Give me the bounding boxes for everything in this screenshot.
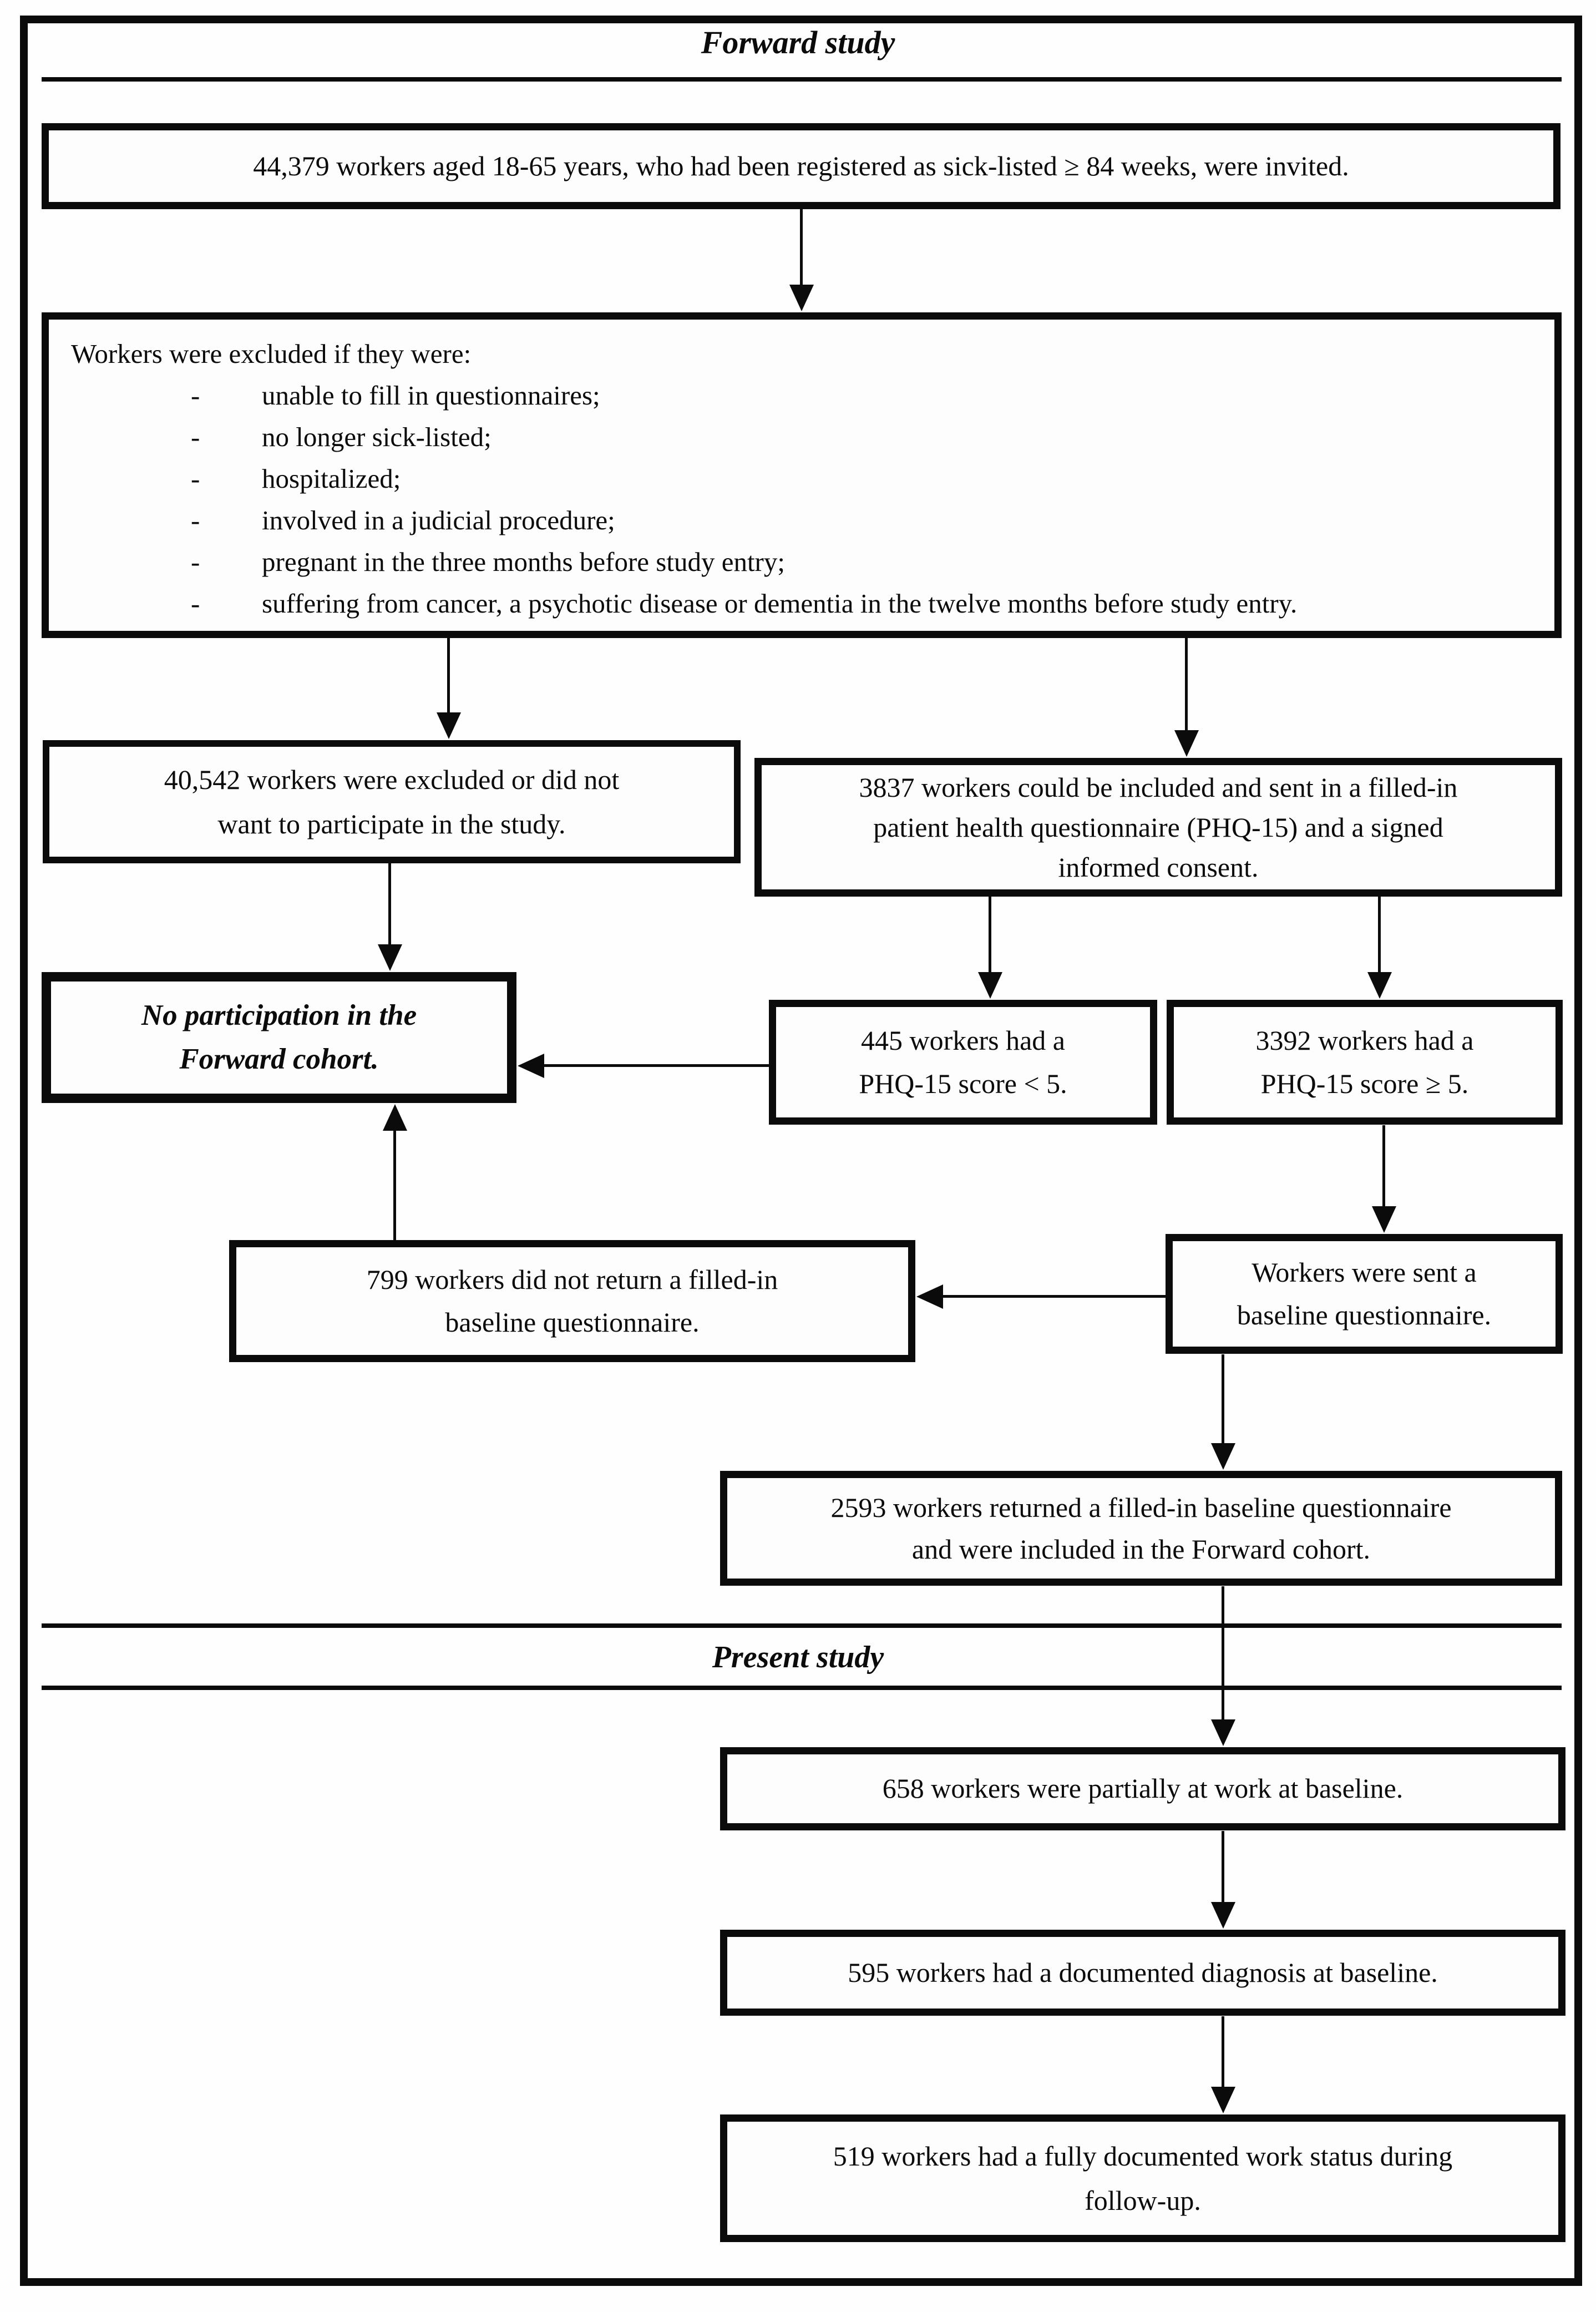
present-study-divider-bottom (42, 1686, 1562, 1690)
arrow-returned-to-partially-at-work (1222, 1586, 1224, 1721)
present-study-section-title: Present study (712, 1640, 884, 1674)
arrow-included-to-phq-below (989, 894, 991, 973)
box-phq-score-below-5-text: 445 workers had a PHQ-15 score < 5. (859, 1025, 1067, 1099)
box-sent-baseline-questionnaire-text: Workers were sent a baseline questionnai… (1237, 1256, 1492, 1331)
exclusion-item: - unable to fill in questionnaires; (71, 375, 1538, 416)
exclusion-item-dash: - (191, 380, 200, 411)
exclusion-item-dash: - (191, 547, 200, 577)
forward-title-underline (42, 77, 1562, 82)
forward-study-section-title: Forward study (701, 24, 895, 60)
exclusion-item-text: hospitalized; (262, 463, 401, 494)
arrow-not-returned-to-no-participation (393, 1130, 396, 1240)
exclusion-item-text: suffering from cancer, a psychotic disea… (262, 588, 1298, 619)
box-documented-work-status-text: 519 workers had a fully documented work … (833, 2141, 1453, 2216)
box-phq-score-5-or-more: 3392 workers had a PHQ-15 score ≥ 5. (1167, 1000, 1563, 1125)
box-not-returned-questionnaire-text: 799 workers did not return a filled-in b… (366, 1263, 778, 1338)
exclusion-item-dash: - (191, 422, 200, 452)
box-excluded-workers: 40,542 workers were excluded or did not … (43, 740, 741, 863)
arrow-sent-baseline-to-returned (1222, 1354, 1224, 1444)
box-documented-diagnosis-text: 595 workers had a documented diagnosis a… (848, 1956, 1438, 1988)
box-included-sent-phq: 3837 workers could be included and sent … (754, 758, 1562, 897)
box-excluded-workers-text: 40,542 workers were excluded or did not … (164, 764, 620, 839)
box-returned-included-cohort-text: 2593 workers returned a filled-in baseli… (830, 1491, 1452, 1565)
box-included-sent-phq-text: 3837 workers could be included and sent … (859, 772, 1458, 883)
box-phq-score-5-or-more-text: 3392 workers had a PHQ-15 score ≥ 5. (1255, 1025, 1474, 1099)
arrow-diagnosis-to-work-status (1222, 2016, 1224, 2088)
arrow-included-to-phq-above (1378, 894, 1381, 973)
box-partially-at-work: 658 workers were partially at work at ba… (720, 1747, 1565, 1830)
box-no-participation: No participation in the Forward cohort. (42, 972, 516, 1103)
arrow-exclusions-to-included (1185, 638, 1188, 731)
box-exclusion-criteria: Workers were excluded if they were: - un… (42, 312, 1562, 638)
outer-frame (20, 16, 1582, 2286)
exclusion-item-text: unable to fill in questionnaires; (262, 380, 600, 411)
arrow-sent-baseline-to-not-returned (942, 1295, 1166, 1298)
arrow-phq-above-to-sent-baseline (1382, 1125, 1385, 1207)
exclusion-item-dash: - (191, 463, 200, 494)
box-partially-at-work-text: 658 workers were partially at work at ba… (882, 1773, 1404, 1804)
box-documented-work-status: 519 workers had a fully documented work … (720, 2114, 1565, 2242)
box-no-participation-text: No participation in the Forward cohort. (141, 999, 417, 1076)
box-sent-baseline-questionnaire: Workers were sent a baseline questionnai… (1166, 1234, 1563, 1354)
exclusion-item: - no longer sick-listed; (71, 416, 1538, 458)
exclusion-item-dash: - (191, 588, 200, 619)
exclusion-item-text: no longer sick-listed; (262, 422, 492, 452)
arrow-exclusions-to-excluded (447, 638, 450, 714)
arrow-phq-below-to-no-participation (543, 1064, 769, 1067)
exclusion-item: - hospitalized; (71, 458, 1538, 499)
exclusion-item: - pregnant in the three months before st… (71, 541, 1538, 583)
present-study-divider-top (42, 1623, 1562, 1628)
arrow-excluded-to-no-participation (388, 863, 391, 945)
arrow-invited-to-exclusions (800, 209, 803, 286)
box-invited-workers-text: 44,379 workers aged 18-65 years, who had… (253, 150, 1349, 181)
box-phq-score-below-5: 445 workers had a PHQ-15 score < 5. (769, 1000, 1157, 1125)
arrow-partially-to-diagnosis (1222, 1831, 1224, 1903)
exclusion-item: - suffering from cancer, a psychotic dis… (71, 583, 1538, 624)
exclusion-item-dash: - (191, 505, 200, 535)
box-invited-workers: 44,379 workers aged 18-65 years, who had… (42, 123, 1560, 209)
box-returned-included-cohort: 2593 workers returned a filled-in baseli… (720, 1471, 1562, 1586)
exclusion-item-text: involved in a judicial procedure; (262, 505, 615, 535)
exclusion-item-text: pregnant in the three months before stud… (262, 547, 785, 577)
exclusion-criteria-header: Workers were excluded if they were: (71, 338, 472, 369)
box-documented-diagnosis: 595 workers had a documented diagnosis a… (720, 1930, 1565, 2016)
box-not-returned-questionnaire: 799 workers did not return a filled-in b… (229, 1240, 915, 1362)
exclusion-item: - involved in a judicial procedure; (71, 499, 1538, 541)
